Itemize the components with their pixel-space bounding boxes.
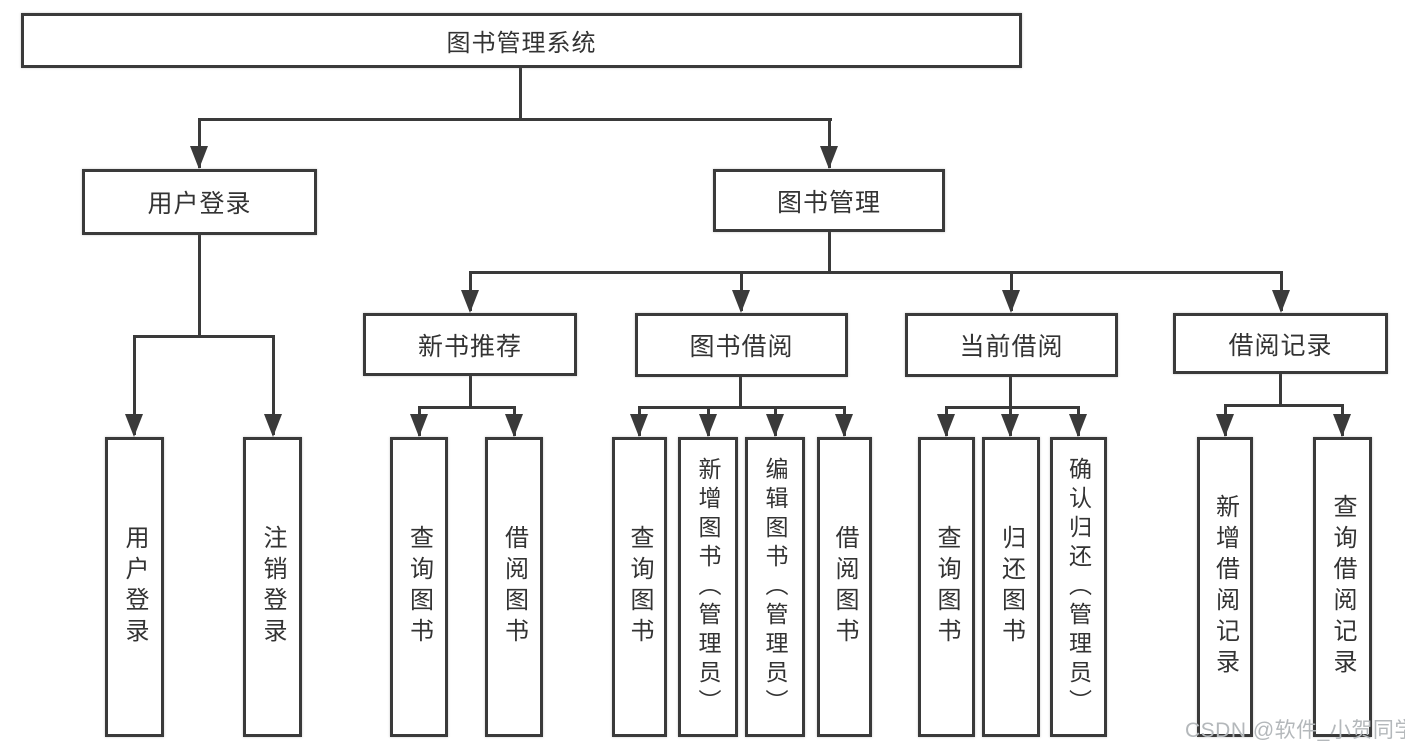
arrowhead-query-book-borrow — [630, 414, 648, 437]
node-borrowing-records: 借阅记录 — [1173, 313, 1388, 374]
arrowhead-query-book-current — [937, 414, 955, 437]
arrowhead-book-mgmt — [820, 146, 838, 169]
arrowhead-query-book-new — [410, 414, 428, 437]
arrowhead-current-borrow — [1002, 290, 1020, 313]
arrowhead-return-book — [1001, 414, 1019, 437]
connector-book-borrow-stem — [739, 377, 742, 409]
leaf-label: 查询借阅记录 — [1329, 494, 1356, 680]
leaf-label: 注销登录 — [259, 525, 286, 649]
connector-current-borrow-branch — [945, 406, 1080, 409]
arrowhead-book-borrow — [732, 290, 750, 313]
connector-borrow-record-stem — [1279, 374, 1282, 405]
arrowhead-confirm-return — [1069, 414, 1087, 437]
csdn-watermark: CSDN @软件_小贺同学 — [1185, 719, 1405, 742]
leaf-logout: 注销登录 — [243, 437, 302, 737]
leaf-label: 查询图书 — [405, 525, 433, 649]
leaf-label: 查询图书 — [933, 525, 960, 649]
leaf-label: 新增借阅记录 — [1211, 494, 1239, 680]
arrowhead-edit-book — [766, 414, 784, 437]
node-book-management: 图书管理 — [713, 169, 945, 232]
leaf-edit-book-admin: 编辑图书（管理员） — [745, 437, 805, 737]
leaf-add-book-admin: 新增图书（管理员） — [678, 437, 738, 737]
leaf-query-books-current: 查询图书 — [918, 437, 975, 737]
leaf-query-books-borrowing: 查询图书 — [612, 437, 667, 737]
node-user-login: 用户登录 — [82, 169, 317, 235]
node-book-borrowing: 图书借阅 — [635, 313, 848, 377]
node-label: 当前借阅 — [959, 333, 1064, 361]
node-new-book-recommendation: 新书推荐 — [363, 313, 577, 376]
arrowhead-add-record — [1216, 414, 1234, 437]
arrowhead-borrow-record — [1272, 290, 1290, 313]
node-label: 图书借阅 — [689, 333, 794, 361]
connector-drop-book-mgmt — [828, 118, 831, 168]
node-label: 新书推荐 — [417, 332, 522, 361]
arrowhead-user-login — [190, 146, 208, 169]
leaf-label: 用户登录 — [121, 525, 148, 649]
connector-drop-user-login — [198, 118, 201, 168]
connector-book-mgmt-stem — [828, 232, 831, 274]
connector-root-stem — [519, 66, 522, 119]
leaf-label: 确认归还（管理员） — [1065, 456, 1092, 718]
leaf-label: 查询图书 — [626, 525, 653, 649]
leaf-label: 借阅图书 — [831, 525, 858, 649]
leaf-borrow-books-newrec: 借阅图书 — [485, 437, 543, 737]
arrowhead-add-book — [699, 414, 717, 437]
connector-book-mgmt-branch — [469, 271, 1283, 274]
connector-borrow-record-branch — [1224, 404, 1344, 407]
leaf-query-borrow-record: 查询借阅记录 — [1313, 437, 1372, 737]
node-label: 用户登录 — [147, 190, 252, 218]
connector-new-book-rec-branch — [418, 406, 516, 409]
leaf-return-book: 归还图书 — [982, 437, 1040, 737]
arrowhead-borrow-book-new — [505, 414, 523, 437]
node-label: 借阅记录 — [1228, 331, 1333, 360]
leaf-user-login: 用户登录 — [105, 437, 164, 737]
arrowhead-borrow-book — [835, 414, 853, 437]
connector-current-borrow-stem — [1009, 377, 1012, 406]
node-label: 图书管理 — [776, 188, 881, 217]
leaf-label: 编辑图书（管理员） — [762, 456, 788, 718]
connector-root-branch — [198, 118, 832, 121]
connector-book-borrow-branch — [638, 406, 846, 409]
node-current-borrowing: 当前借阅 — [905, 313, 1118, 377]
leaf-label: 新增图书（管理员） — [695, 456, 721, 718]
leaf-label: 借阅图书 — [500, 525, 528, 649]
arrowhead-query-record — [1333, 414, 1351, 437]
arrowhead-leaf-logout — [264, 414, 282, 437]
arrowhead-leaf-user-login — [125, 414, 143, 437]
connector-user-login-branch — [133, 335, 275, 338]
connector-drop-leaf-user-login — [133, 335, 136, 435]
node-label: 图书管理系统 — [446, 30, 597, 57]
leaf-add-borrow-record: 新增借阅记录 — [1197, 437, 1253, 737]
leaf-borrow-books: 借阅图书 — [817, 437, 872, 737]
connector-user-login-stem — [198, 235, 201, 338]
leaf-label: 归还图书 — [997, 525, 1025, 649]
leaf-confirm-return-admin: 确认归还（管理员） — [1050, 437, 1107, 737]
connector-drop-leaf-logout — [272, 335, 275, 435]
arrowhead-new-book-rec — [461, 290, 479, 313]
leaf-query-books-newrec: 查询图书 — [390, 437, 448, 737]
node-root-library-management-system: 图书管理系统 — [21, 13, 1022, 68]
connector-new-book-rec-stem — [469, 376, 472, 409]
